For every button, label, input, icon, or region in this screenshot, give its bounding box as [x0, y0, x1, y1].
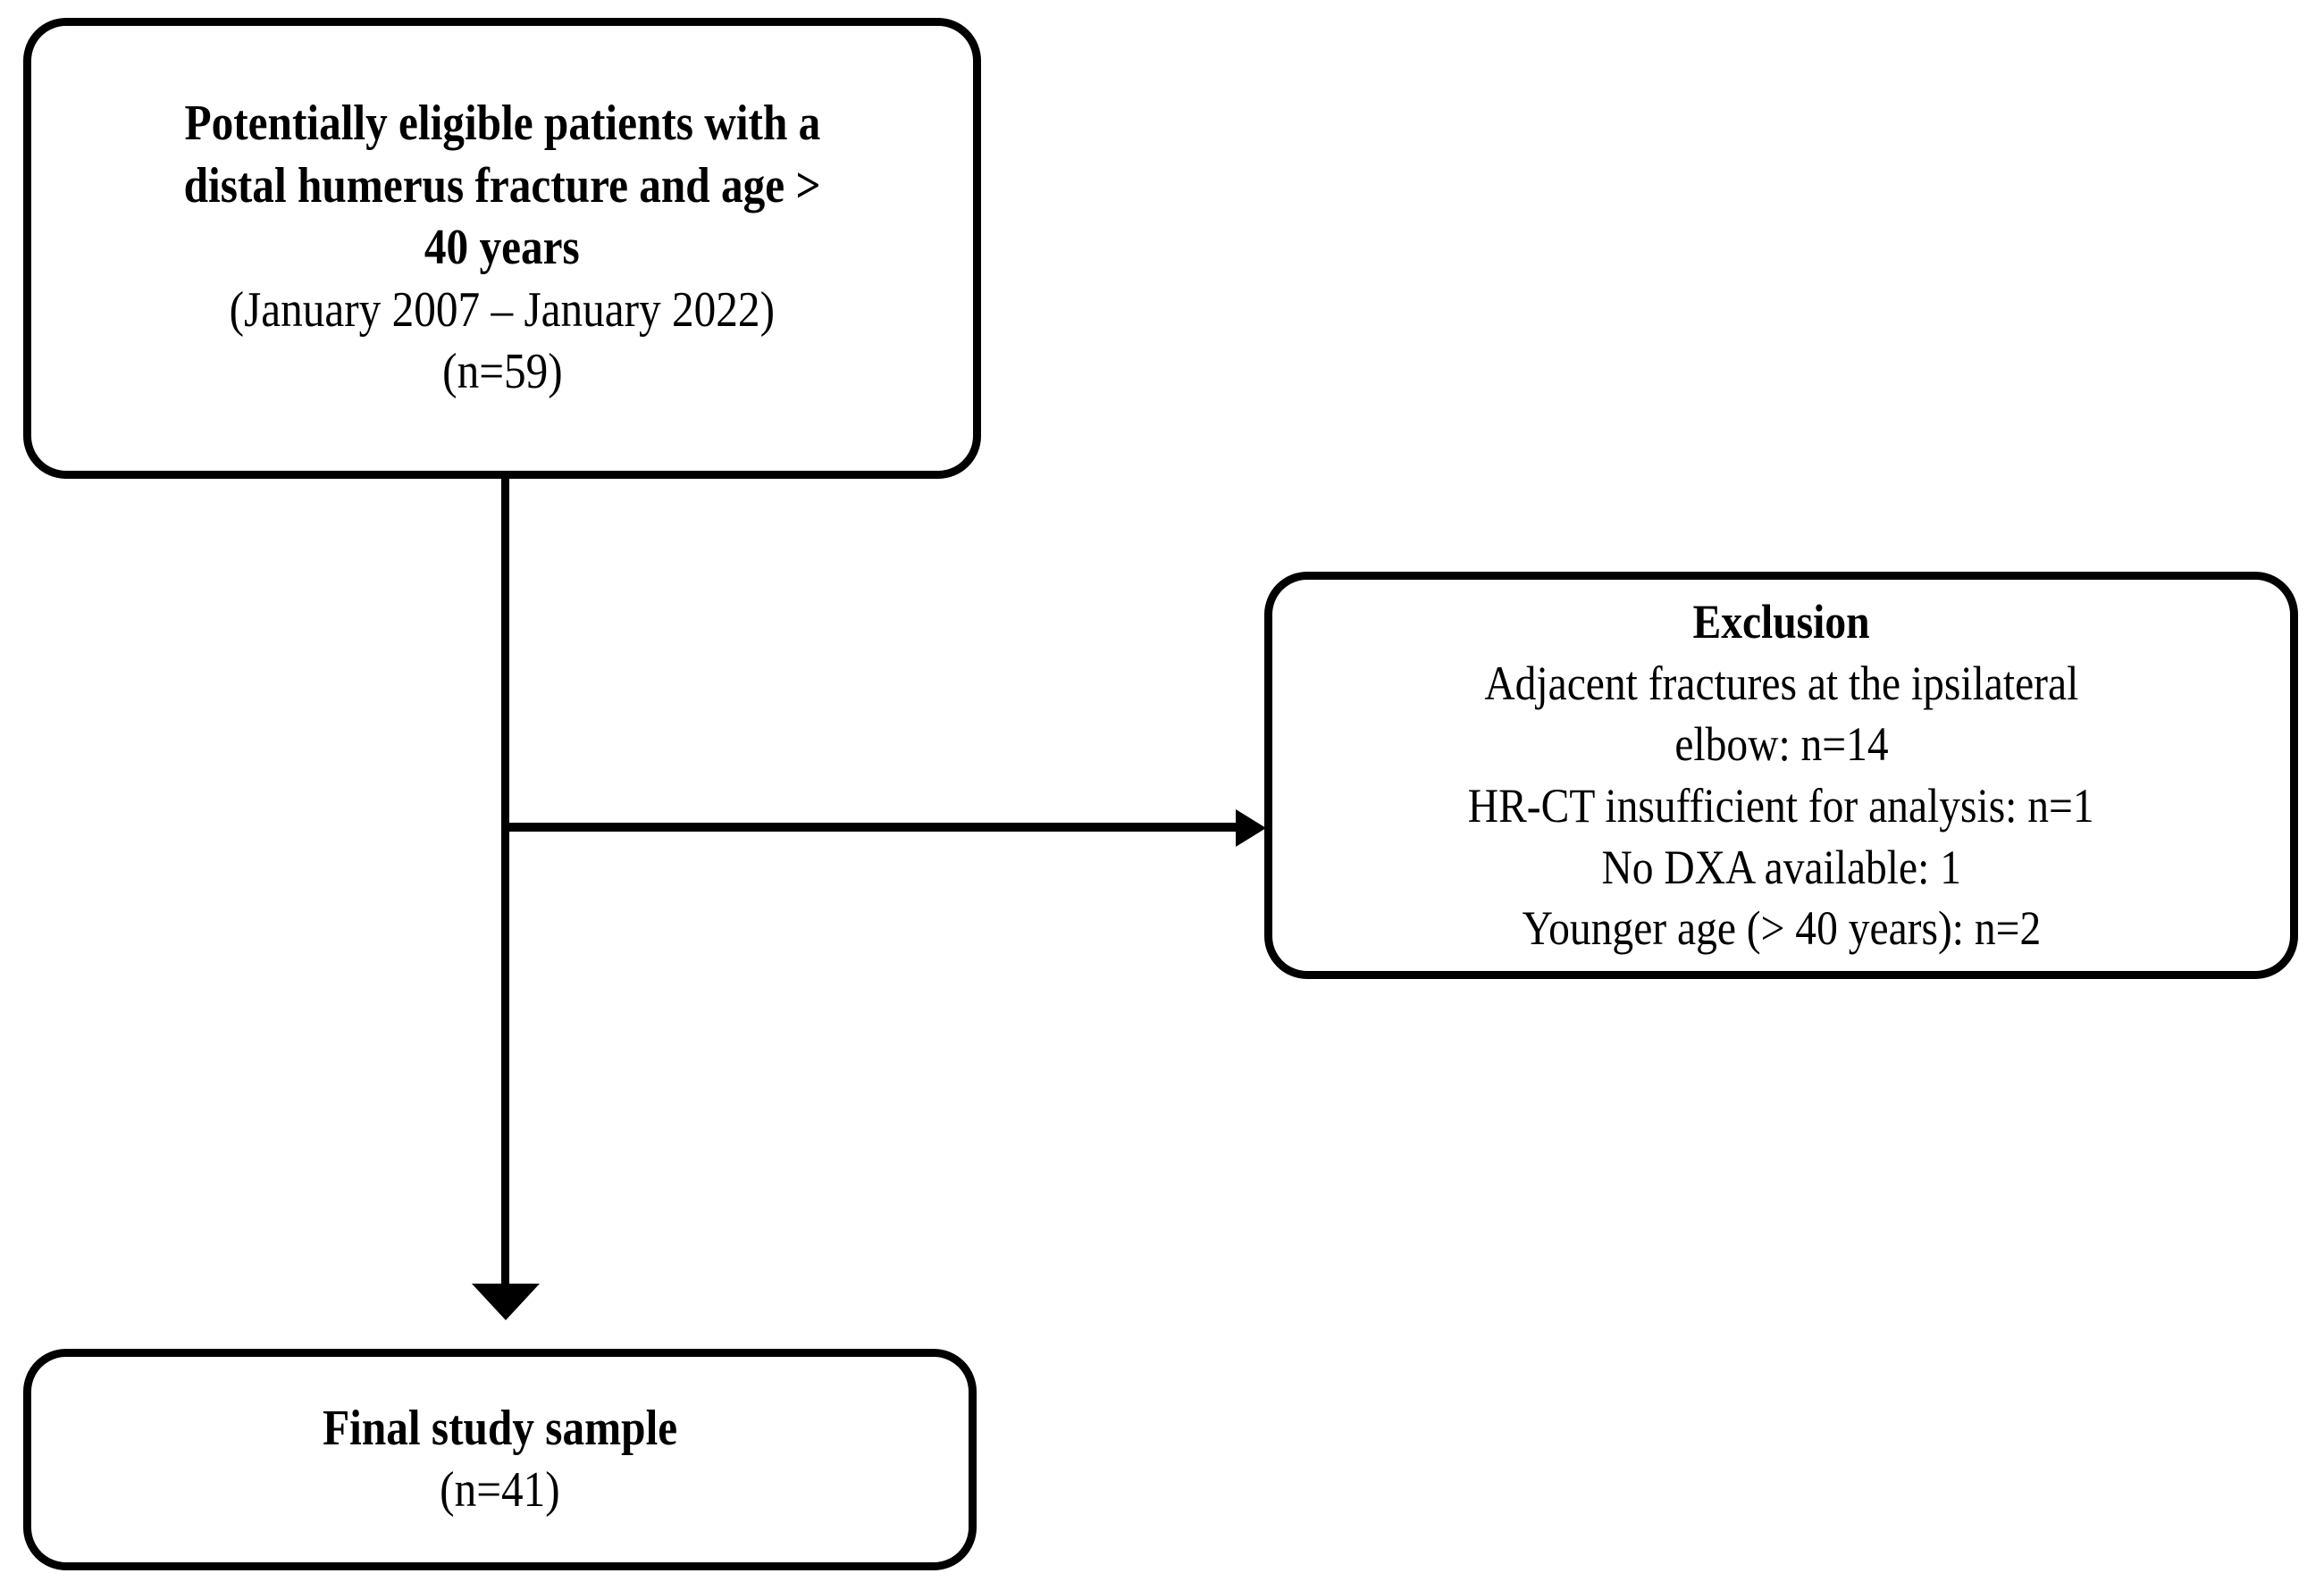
box-eligible-date-range: (January 2007 – January 2022) [229, 281, 776, 338]
box-eligible-line-2: distal humerus fracture and age > [183, 157, 821, 213]
box-final-count: (n=41) [440, 1462, 560, 1518]
arrowhead-down-icon [472, 1284, 540, 1320]
vertical-connector-line [501, 478, 509, 1286]
box-final-study-sample: Final study sample (n=41) [23, 1349, 977, 1570]
box-potentially-eligible-patients: Potentially eligible patients with a dis… [23, 18, 981, 479]
box-exclusion-reason-4: Younger age (> 40 years): n=2 [1522, 901, 2041, 956]
box-final-heading: Final study sample [322, 1400, 678, 1456]
box-exclusion-reason-1-line-2: elbow: n=14 [1674, 717, 1889, 772]
box-eligible-line-3: 40 years [424, 220, 580, 276]
arrowhead-right-icon [1236, 809, 1266, 847]
box-exclusion-reason-2: HR-CT insufficient for analysis: n=1 [1468, 779, 2094, 833]
box-eligible-count: (n=59) [441, 344, 563, 400]
box-exclusion-reason-3: No DXA available: 1 [1601, 840, 1961, 894]
box-exclusion-reason-1-line-1: Adjacent fractures at the ipsilateral [1484, 656, 2078, 710]
box-exclusion-heading: Exclusion [1692, 595, 1870, 649]
box-exclusion: Exclusion Adjacent fractures at the ipsi… [1264, 572, 2298, 979]
horizontal-connector-line [501, 823, 1241, 832]
box-eligible-line-1: Potentially eligible patients with a [184, 96, 820, 152]
